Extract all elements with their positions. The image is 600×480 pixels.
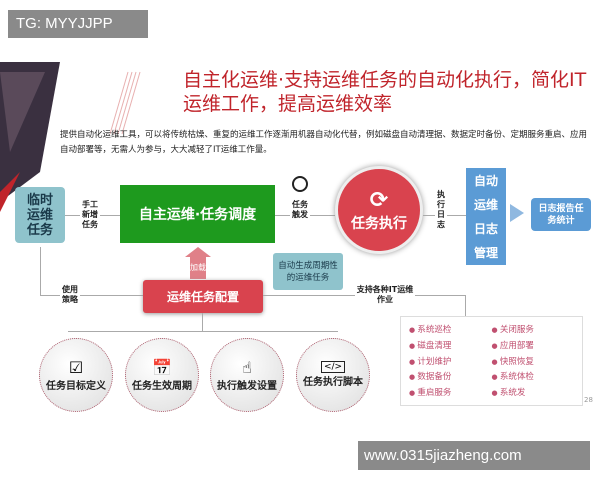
use-policy-label: 使用策略	[60, 285, 80, 305]
list-item: 系统发	[492, 386, 575, 399]
circle-trigger-setting: ☝执行触发设置	[210, 338, 284, 412]
list-item: 系统体检	[492, 370, 575, 383]
support-label: 支持各种IT运维作业	[355, 285, 415, 305]
description: 提供自动化运维工具，可以将传统枯燥、重复的运维工作逐渐用机器自动化代替，例如磁盘…	[60, 130, 588, 155]
watermark-bottom: www.0315jiazheng.com	[358, 441, 590, 470]
manual-add-label: 手工新增任务	[80, 200, 100, 230]
touch-icon: ☝	[242, 357, 252, 377]
page-title: 自主化运维·支持运维任务的自动化执行，简化IT运维工作，提高运维效率	[183, 69, 587, 115]
arrow-right-icon	[510, 204, 524, 222]
circle-task-period: 📅任务生效周期	[125, 338, 199, 412]
list-item: 磁盘清理	[409, 339, 492, 352]
callout-box: 自动生成周期性的运维任务	[273, 253, 343, 290]
watermark-top: TG: MYYJJPP	[8, 10, 148, 38]
list-item: 计划维护	[409, 355, 492, 368]
config-box: 运维任务配置	[143, 280, 263, 313]
page-number: 28	[584, 396, 593, 404]
job-list: 系统巡检 关闭服务 磁盘清理 应用部署 计划维护 快照恢复 数据备份 系统体检 …	[400, 316, 583, 406]
execute-circle: ⟳ 任务执行	[335, 166, 423, 254]
load-arrow: 加载	[185, 247, 211, 279]
decorative-shape	[0, 62, 141, 212]
calendar-clock-icon: 📅	[152, 357, 172, 377]
list-item: 快照恢复	[492, 355, 575, 368]
list-item: 关闭服务	[492, 323, 575, 336]
exec-log-label: 执行日志	[435, 190, 447, 230]
circle-task-script: </>任务执行脚本	[296, 338, 370, 412]
log-management-box: 自动运维日志管理	[466, 168, 506, 265]
circle-task-goal: ☑任务目标定义	[39, 338, 113, 412]
report-box: 日志报告任务统计	[531, 198, 591, 231]
list-item: 系统巡检	[409, 323, 492, 336]
temp-task-box: 临时运维任务	[15, 187, 65, 243]
execute-label: 任务执行	[351, 215, 407, 232]
play-icon: ⟳	[369, 187, 389, 213]
list-item: 重启服务	[409, 386, 492, 399]
list-item: 应用部署	[492, 339, 575, 352]
code-icon: </>	[320, 361, 346, 373]
trigger-label: 任务触发	[290, 200, 310, 220]
list-item: 数据备份	[409, 370, 492, 383]
stopwatch-icon	[292, 176, 308, 192]
scheduler-box: 自主运维·任务调度	[120, 185, 275, 243]
checklist-icon: ☑	[68, 357, 84, 377]
